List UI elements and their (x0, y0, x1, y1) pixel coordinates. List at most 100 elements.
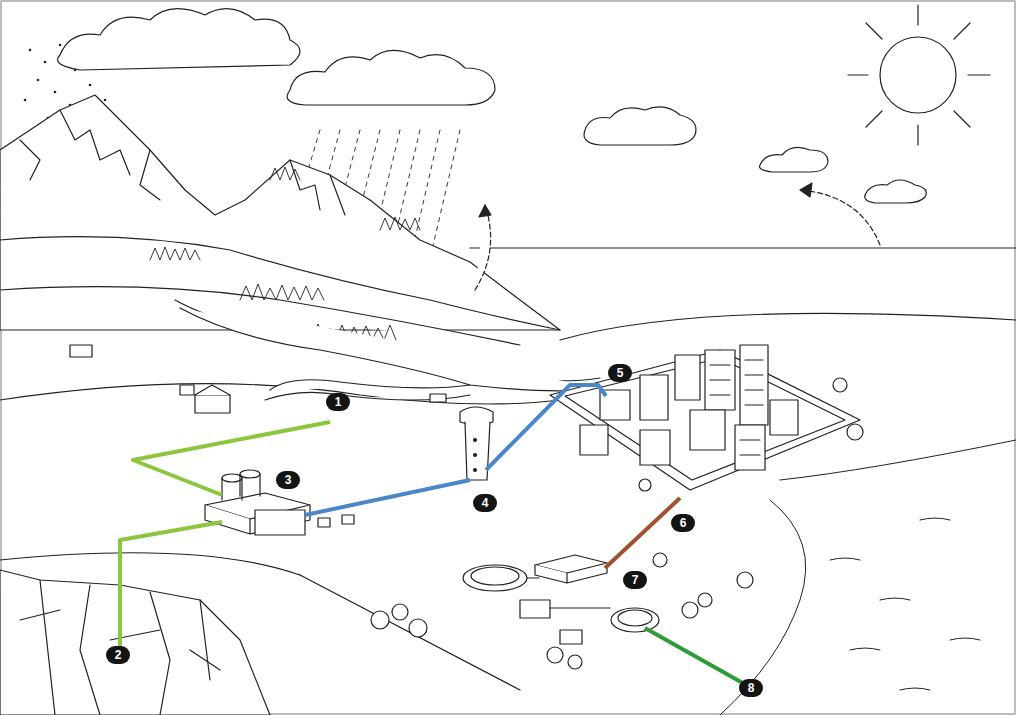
cliff-part (0, 570, 270, 715)
wastewater-treatment-plant-part (471, 567, 519, 585)
city-part (833, 378, 847, 392)
evaporation-arrows (475, 183, 880, 290)
rain-part (432, 130, 460, 250)
callout-number: 6 (671, 514, 695, 532)
pipes-part (120, 522, 222, 660)
city-part (550, 350, 860, 490)
city (550, 345, 863, 491)
wastewater-treatment-plant-part (560, 630, 582, 644)
snow-part (24, 99, 27, 102)
mountains-part (60, 110, 130, 175)
clouds-part (584, 107, 696, 145)
sun-part (880, 37, 956, 113)
river-part (175, 300, 600, 381)
water-treatment-plant-part (240, 474, 260, 496)
sun-part (848, 74, 868, 75)
clouds-part (58, 9, 301, 70)
clouds-part (760, 147, 829, 172)
sun-part (866, 23, 882, 39)
water-tower-part (474, 454, 477, 457)
water-treatment-plant-part (240, 470, 260, 478)
sea (720, 440, 1016, 715)
evaporation-arrows-part (800, 183, 812, 197)
snow-part (89, 84, 92, 87)
wastewater-treatment-plant-part (698, 593, 712, 607)
houses-part (430, 394, 446, 402)
snow-part (37, 79, 40, 82)
pipes-part (486, 385, 606, 470)
clouds (58, 9, 927, 203)
wastewater-treatment-plant-part (527, 577, 539, 578)
hills-part (560, 313, 1016, 340)
wastewater-treatment-plant-part (392, 604, 408, 620)
sun-part (917, 5, 918, 25)
city-part (690, 410, 725, 450)
water-treatment-plant-part (255, 510, 305, 535)
water-treatment-plant (205, 470, 354, 535)
water-treatment-plant-part (318, 518, 330, 527)
city-part (675, 355, 700, 400)
city-part (640, 430, 670, 465)
pipes-part (305, 480, 470, 515)
hills-part (0, 553, 300, 575)
sun-part (954, 23, 970, 39)
houses-part (70, 345, 92, 357)
sun-part (866, 111, 882, 127)
snow-part (74, 69, 77, 72)
wastewater-treatment-plant-part (463, 565, 527, 591)
wastewater-treatment-plant-part (611, 608, 659, 632)
mountains (0, 95, 560, 345)
forest-part (270, 167, 300, 180)
callout-number: 7 (623, 571, 647, 589)
water-tower-part (474, 469, 477, 472)
mountains-part (20, 140, 160, 200)
callout-number: 2 (106, 646, 130, 664)
river-part (270, 380, 470, 390)
callout-number: 5 (608, 364, 632, 382)
sea-part (780, 440, 1016, 480)
city-part (847, 424, 863, 440)
city-part (735, 425, 765, 470)
cliff-part (40, 580, 210, 715)
sea-part (830, 518, 980, 690)
hills-part (300, 575, 520, 690)
wastewater-treatment-plant-part (618, 610, 652, 626)
forest-part (380, 217, 420, 230)
snow-part (29, 49, 32, 52)
wastewater-treatment-plant-part (547, 647, 563, 663)
callout-number: 3 (276, 471, 300, 489)
wastewater-treatment-plant-part (682, 602, 698, 618)
city-part (639, 479, 651, 491)
pipes-part (605, 498, 680, 568)
wastewater-treatment-plant-part (568, 655, 582, 669)
city-part (640, 375, 668, 420)
horizon-part (470, 247, 1016, 248)
forest-part (240, 284, 324, 300)
water-treatment-plant-part (205, 505, 310, 534)
houses-part (195, 385, 230, 395)
wastewater-treatment-plant-part (737, 572, 753, 588)
river-part (180, 308, 600, 391)
evaporation-arrows-part (479, 205, 491, 217)
city-part (710, 360, 763, 455)
houses-part (195, 395, 230, 413)
pipes-part (645, 628, 748, 686)
clouds-part (287, 50, 495, 105)
callout-number: 1 (326, 393, 350, 411)
snow-part (59, 44, 62, 47)
water-treatment-plant-part (342, 515, 354, 524)
mountains-part (290, 160, 345, 215)
pipes (120, 385, 748, 686)
city-part (740, 345, 768, 425)
snow-part (54, 91, 57, 94)
water-treatment-plant-part (222, 478, 242, 500)
pipes-part (133, 422, 330, 495)
sun-part (917, 125, 918, 145)
callout-number: 8 (739, 679, 763, 697)
wastewater-treatment-plant-part (371, 611, 389, 629)
wastewater-treatment-plant-part (520, 600, 550, 618)
houses (70, 345, 446, 413)
